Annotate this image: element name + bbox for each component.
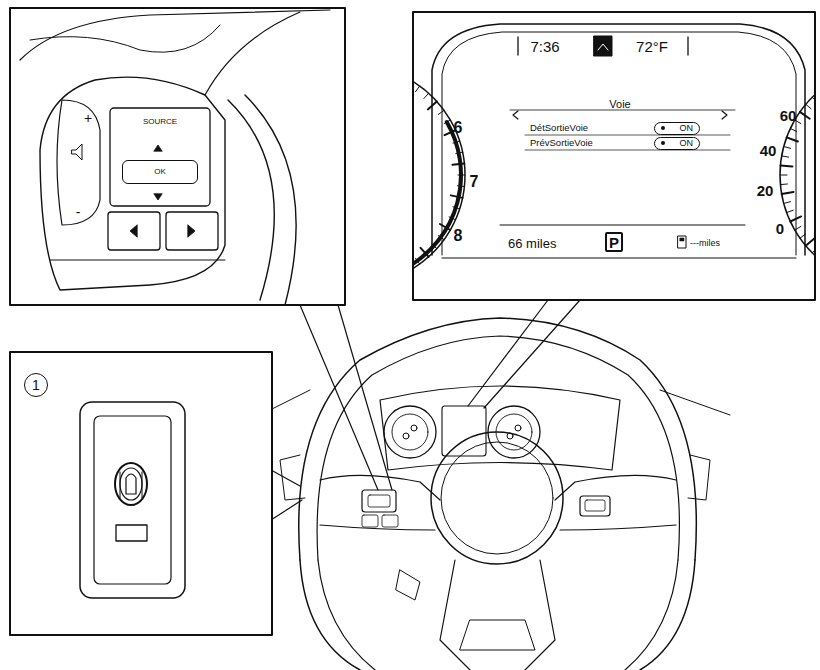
- switch-detail-panel: [10, 8, 345, 305]
- label: 7:36: [530, 39, 559, 54]
- node-text: P: [609, 235, 619, 250]
- display-detail-panel: [404, 12, 820, 300]
- label: +: [84, 111, 92, 125]
- label: 72°F: [636, 39, 668, 54]
- callout-number: 1: [24, 373, 48, 397]
- label: Voie: [609, 99, 630, 110]
- switch-location-panel: [10, 352, 272, 635]
- label: DétSortieVoie: [530, 123, 588, 133]
- label: 8: [454, 228, 463, 244]
- node-text: ON: [680, 124, 694, 133]
- label: SOURCE: [143, 118, 177, 126]
- leader-lines: [271, 300, 580, 520]
- label: 66 miles: [508, 237, 556, 250]
- label: 40: [760, 143, 777, 158]
- label: 7: [470, 174, 479, 190]
- ok-button: OK: [122, 160, 198, 184]
- label: 60: [780, 108, 797, 123]
- label: ---miles: [690, 239, 720, 248]
- label: 0: [776, 221, 784, 236]
- gear-indicator: P: [605, 232, 623, 252]
- node-text: ON: [680, 139, 694, 148]
- node-text: OK: [154, 168, 166, 176]
- node-text: 1: [32, 378, 40, 392]
- label: -: [76, 205, 81, 219]
- label: PrévSortieVoie: [530, 138, 593, 148]
- toggle-switch: ON: [654, 137, 700, 150]
- toggle-switch: ON: [654, 122, 700, 135]
- label: 6: [454, 120, 463, 136]
- steering-wheel: [250, 318, 730, 670]
- label: 20: [757, 183, 774, 198]
